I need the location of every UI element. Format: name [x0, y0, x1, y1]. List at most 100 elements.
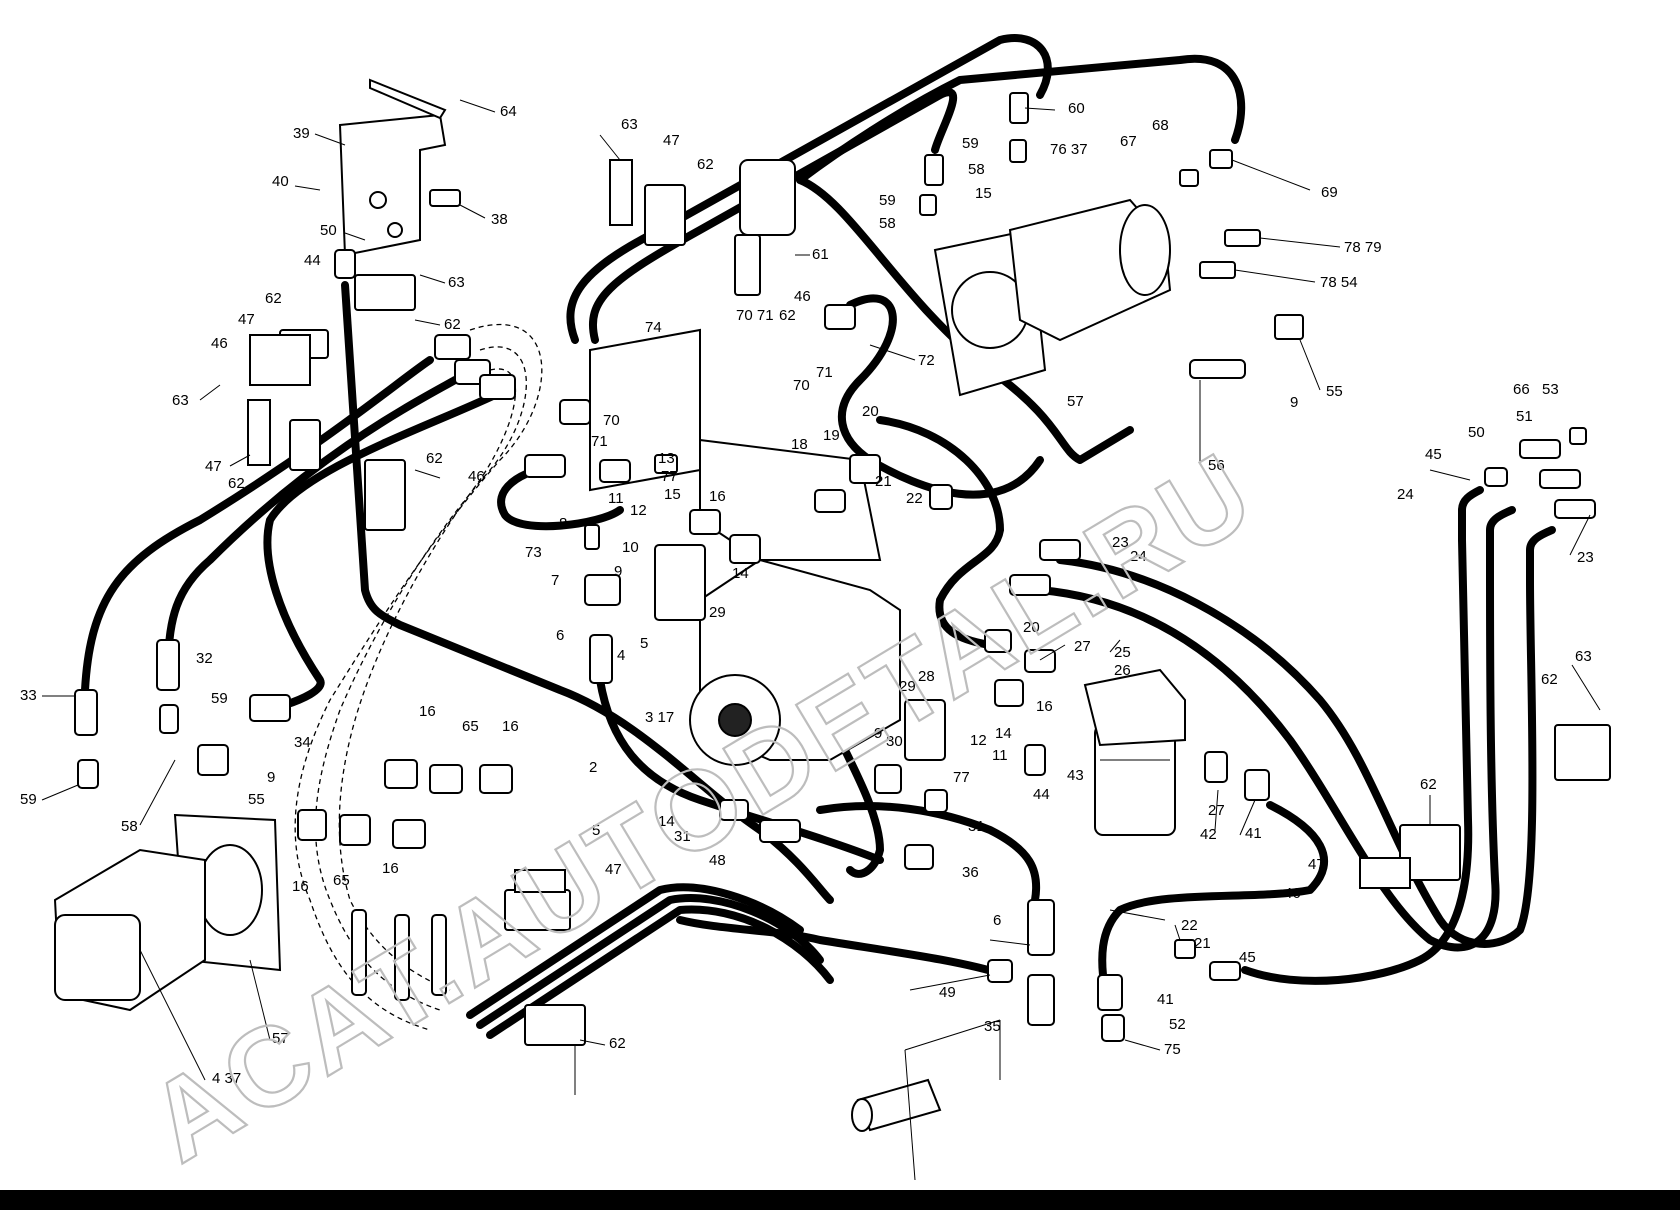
callout-c62i: 62 — [609, 1035, 626, 1052]
clamp-62-d — [289, 419, 321, 471]
callout-c72: 72 — [918, 352, 935, 369]
callout-c11a: 11 — [608, 490, 624, 507]
callout-c27a: 27 — [1074, 638, 1091, 655]
callout-c46a: 46 — [211, 335, 228, 352]
callout-c68: 68 — [1152, 117, 1169, 134]
fitting-73a — [524, 454, 566, 478]
fitting-78a — [1224, 229, 1261, 247]
clamp-62-i — [1554, 724, 1611, 781]
pump-shaft — [718, 703, 752, 737]
callout-c5a: 5 — [640, 635, 648, 652]
callout-c71a: 71 — [816, 364, 833, 381]
callout-c50b: 50 — [1468, 424, 1485, 441]
fitting-right-c — [1554, 499, 1596, 519]
clamp-62-f — [734, 234, 761, 296]
fitting-49 — [987, 959, 1013, 983]
callout-c62e: 62 — [697, 156, 714, 173]
callout-c26: 26 — [1114, 662, 1131, 679]
hose-23 — [1056, 556, 1537, 948]
callout-c28: 28 — [918, 668, 935, 685]
fitting-left-a — [434, 334, 471, 360]
callout-c15a: 15 — [664, 486, 681, 503]
plate-47-d — [1359, 857, 1411, 889]
callout-c65a: 65 — [462, 718, 479, 735]
callout-c63d: 63 — [1575, 648, 1592, 665]
callout-c60: 60 — [1068, 100, 1085, 117]
plate-47-a — [249, 334, 311, 386]
fitting-71b — [559, 399, 591, 425]
hose-72 — [838, 294, 1044, 499]
fitting-15 — [924, 154, 944, 186]
pump-control-block — [699, 438, 882, 561]
hose-49 — [676, 916, 1009, 979]
callout-c30: 30 — [886, 733, 903, 750]
callout-c41a: 41 — [1245, 825, 1262, 842]
callout-c46d: 46 — [1284, 885, 1301, 902]
callout-c14b: 14 — [658, 813, 675, 830]
callout-c42: 42 — [1200, 826, 1217, 843]
callout-c61: 61 — [812, 246, 829, 263]
fitting-16a — [729, 534, 761, 564]
callout-c38: 38 — [491, 211, 508, 228]
left-motor-cap — [54, 914, 141, 1001]
callout-c50a: 50 — [320, 222, 337, 239]
hose-right-v3 — [1526, 526, 1556, 584]
fitting-8 — [584, 524, 600, 550]
fitting-24a — [1009, 574, 1051, 596]
callout-c44a: 44 — [304, 252, 321, 269]
callout-c21a: 21 — [875, 473, 892, 490]
callout-c9b: 9 — [1290, 394, 1298, 411]
callout-c23a: 23 — [1577, 549, 1594, 566]
callout-c58b: 58 — [879, 215, 896, 232]
callout-c35: 35 — [984, 1018, 1001, 1035]
callout-c34: 34 — [294, 734, 311, 751]
callout-c18: 18 — [791, 436, 808, 453]
fitting-31a — [719, 799, 749, 821]
callout-c32: 32 — [196, 650, 213, 667]
dashed-line-2 — [314, 346, 527, 1011]
fitting-22 — [929, 484, 953, 510]
callout-c25: 25 — [1114, 644, 1131, 661]
callout-c7071: 70 71 — [736, 307, 774, 324]
fitting-7 — [584, 574, 621, 606]
fitting-68 — [1179, 169, 1199, 187]
callout-c7: 7 — [551, 572, 559, 589]
fitting-16d — [479, 764, 513, 794]
callout-c47b: 47 — [205, 458, 222, 475]
dashed-line-1 — [294, 323, 543, 1031]
fitting-stem-a — [351, 909, 367, 996]
fitting-59b — [919, 194, 937, 216]
hose-30 — [836, 736, 884, 878]
callout-c29b: 29 — [899, 678, 916, 695]
fitting-44 — [1024, 744, 1046, 776]
fitting-6a — [589, 634, 613, 684]
callout-c64: 64 — [500, 103, 517, 120]
clamp-62-a — [354, 274, 416, 311]
callout-c45a: 45 — [1425, 446, 1442, 463]
fitting-23a — [1039, 539, 1081, 561]
callout-c31b: 31 — [968, 818, 985, 835]
callout-c75: 75 — [1164, 1041, 1181, 1058]
callout-c6a: 6 — [556, 627, 564, 644]
callout-c77b: 77 — [953, 769, 970, 786]
callout-c9a: 9 — [614, 563, 622, 580]
callout-c63c: 63 — [621, 116, 638, 133]
callout-c65b: 65 — [333, 872, 350, 889]
fitting-stem-b — [394, 914, 410, 1001]
callout-c62g: 62 — [1541, 671, 1558, 688]
callout-c47e: 47 — [605, 861, 622, 878]
callout-c47a: 47 — [238, 311, 255, 328]
callout-c21b: 21 — [1194, 935, 1211, 952]
fitting-65b — [339, 814, 371, 846]
callout-c16b: 16 — [1036, 698, 1053, 715]
fitting-44a — [334, 249, 356, 279]
callout-c9d: 9 — [267, 769, 275, 786]
bottom-border — [0, 1190, 1680, 1210]
fitting-59 — [1009, 139, 1027, 163]
callout-c63b: 63 — [172, 392, 189, 409]
fitting-13 — [654, 454, 678, 474]
callout-c13: 13 — [658, 450, 675, 467]
callout-c12b: 12 — [970, 732, 987, 749]
callout-c437: 4 37 — [212, 1070, 241, 1087]
callout-c55b: 55 — [248, 791, 265, 808]
